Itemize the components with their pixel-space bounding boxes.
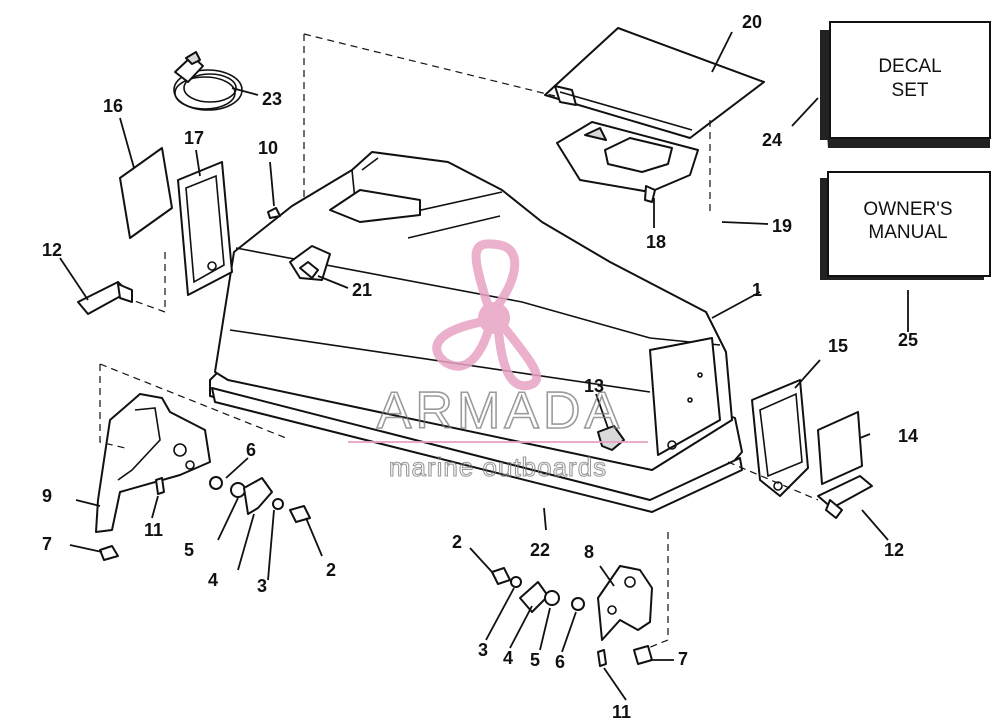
- right-mount-bracket: [597, 565, 653, 641]
- callout-6-right: 6: [555, 652, 565, 672]
- callout-3-left: 3: [257, 576, 267, 596]
- owners-manual-label-2: MANUAL: [868, 222, 947, 243]
- washer-3-left: [272, 498, 284, 510]
- propeller-logo: [432, 239, 542, 391]
- washer-5-left: [230, 482, 246, 498]
- decal-16: [119, 147, 173, 239]
- screw-2-left: [289, 505, 311, 523]
- callout-15: 15: [828, 336, 848, 356]
- callout-24: 24: [762, 130, 782, 150]
- latch-12-left: [77, 281, 133, 315]
- pin-11-right: [597, 649, 607, 667]
- callout-21: 21: [352, 280, 372, 300]
- callout-7-left: 7: [42, 534, 52, 554]
- watermark-brand: ARMADA: [377, 382, 623, 440]
- fuel-line-coil: [173, 51, 243, 111]
- callout-8: 8: [584, 542, 594, 562]
- washer-6-left: [209, 476, 223, 490]
- washer-5-right: [544, 590, 560, 606]
- cover-seal: [211, 387, 743, 513]
- callout-12-right: 12: [884, 540, 904, 560]
- callout-2-right: 2: [452, 532, 462, 552]
- latch-12-right: [817, 475, 873, 519]
- screw-10: [267, 207, 281, 219]
- callout-5-left: 5: [184, 540, 194, 560]
- owners-manual-label-1: OWNER'S: [863, 199, 952, 220]
- callout-6-left: 6: [246, 440, 256, 460]
- callout-5-right: 5: [530, 650, 540, 670]
- callout-9: 9: [42, 486, 52, 506]
- decal-14: [817, 411, 863, 485]
- pin-11-left: [155, 477, 165, 495]
- callout-17: 17: [184, 128, 204, 148]
- callout-7-right: 7: [678, 649, 688, 669]
- washer-3-right: [510, 576, 522, 588]
- guide-bracket-left: [99, 364, 126, 449]
- guide-frame-left: [131, 252, 166, 313]
- callout-13: 13: [584, 376, 604, 396]
- guide-bracket-left-top: [99, 363, 287, 439]
- bushing-4-left: [243, 477, 273, 515]
- callout-11-left: 11: [144, 520, 163, 540]
- bolt-7-left: [99, 545, 119, 561]
- callout-11-right: 11: [612, 702, 631, 722]
- callout-25: 25: [898, 330, 918, 350]
- latch-plate-21: [299, 261, 319, 279]
- callout-1: 1: [752, 280, 762, 300]
- decal-set-box: DECAL SET: [820, 21, 991, 148]
- motor-cover: [209, 151, 743, 509]
- bolt-7-right: [633, 645, 653, 665]
- callout-labels: 20 23 16 17 10 12 18 19 24 25 1 21 13 15…: [42, 12, 918, 722]
- owners-manual-box: OWNER'S MANUAL: [820, 171, 991, 280]
- callout-23: 23: [262, 89, 282, 109]
- armada-watermark: ARMADA marine outboards: [348, 239, 648, 483]
- washer-6-right: [571, 597, 585, 611]
- callout-16: 16: [103, 96, 123, 116]
- callout-14: 14: [898, 426, 918, 446]
- callout-3-right: 3: [478, 640, 488, 660]
- callout-22: 22: [530, 540, 550, 560]
- screw-2-right: [491, 567, 511, 585]
- top-cover-plate: [544, 27, 765, 139]
- callout-10: 10: [258, 138, 278, 158]
- guide-right-panel: [727, 461, 819, 501]
- callout-18: 18: [646, 232, 666, 252]
- decal-set-label-1: DECAL: [878, 56, 941, 77]
- guide-cover-top: [303, 33, 556, 97]
- callout-12-left: 12: [42, 240, 62, 260]
- callout-19: 19: [772, 216, 792, 236]
- front-housing-frame: [751, 379, 809, 497]
- left-mount-bracket: [95, 393, 211, 533]
- rear-housing-frame: [177, 161, 233, 296]
- decal-set-label-2: SET: [892, 80, 929, 101]
- bushing-4-right: [519, 581, 549, 613]
- callout-4-right: 4: [503, 648, 513, 668]
- watermark-tagline: marine outboards: [389, 452, 607, 482]
- leader-lines: [59, 31, 909, 701]
- guide-bracket-right: [647, 532, 669, 649]
- top-seal-frame: [556, 121, 699, 203]
- callout-20: 20: [742, 12, 762, 32]
- callout-2-left: 2: [326, 560, 336, 580]
- callout-4-left: 4: [208, 570, 218, 590]
